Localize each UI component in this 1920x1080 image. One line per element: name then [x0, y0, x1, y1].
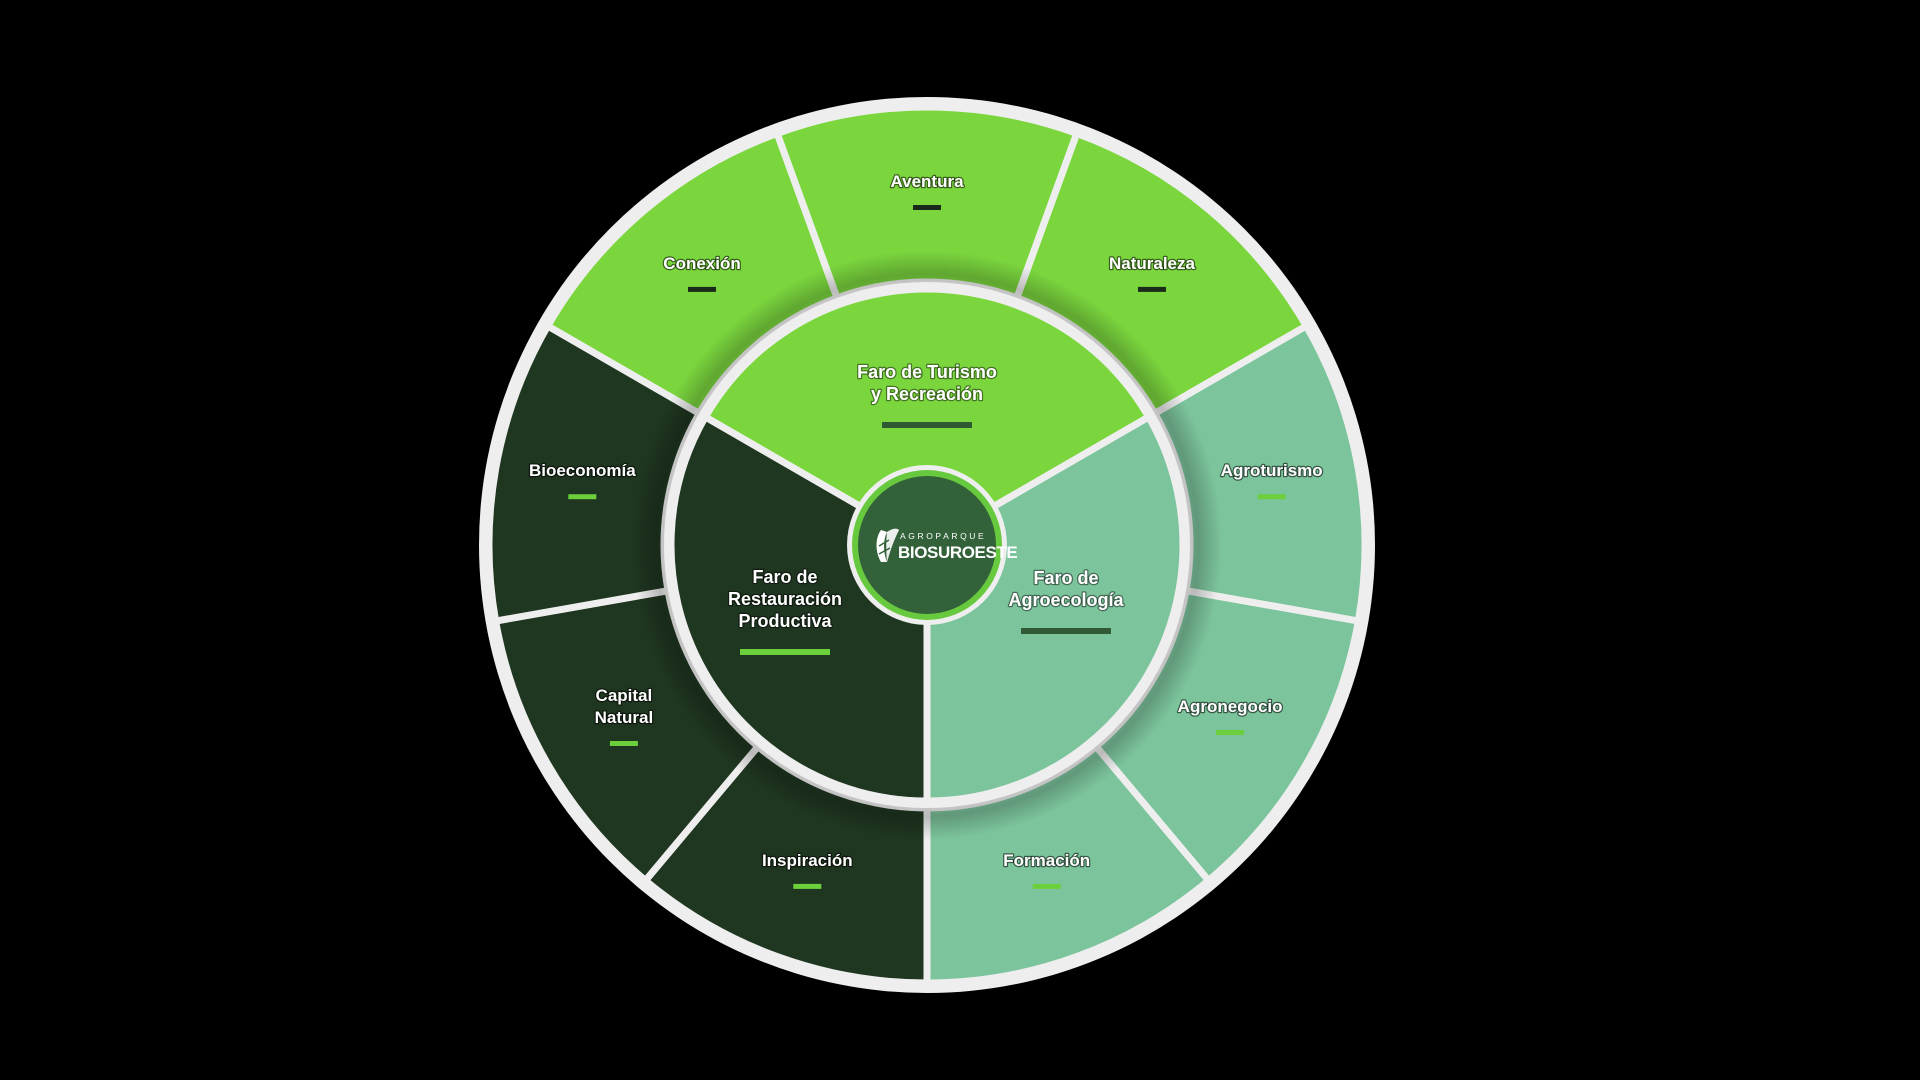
outer-underline-agroturismo	[1257, 494, 1286, 500]
center-disc	[858, 476, 996, 614]
inner-segment-turismo[interactable]	[700, 285, 1154, 550]
outer-underline-bioeconomia	[568, 494, 597, 500]
outer-label-inspiracion: Inspiración	[762, 851, 853, 870]
logo-top-text: AGROPARQUE	[900, 531, 986, 541]
outer-underline-capital-natural	[609, 741, 638, 746]
inner-label-agroecologia: Agroecología	[1008, 590, 1124, 610]
outer-label-bioeconomia: Bioeconomía	[529, 461, 636, 480]
inner-underline-turismo	[882, 422, 972, 428]
outer-underline-conexion	[688, 286, 717, 292]
outer-underline-naturaleza	[1137, 286, 1166, 292]
inner-underline-agroecologia	[1021, 628, 1111, 634]
outer-label-conexion: Conexión	[663, 254, 740, 273]
outer-label-naturaleza: Naturaleza	[1109, 254, 1196, 273]
inner-label-turismo: y Recreación	[871, 384, 983, 404]
outer-label-aventura: Aventura	[890, 172, 964, 191]
outer-label-formacion: Formación	[1003, 851, 1090, 870]
outer-label-capital-natural: Natural	[595, 708, 654, 727]
outer-underline-formacion	[1032, 883, 1061, 889]
outer-label-capital-natural: Capital	[596, 686, 653, 705]
inner-label-turismo: Faro de Turismo	[857, 362, 997, 382]
logo-main-text: BIOSUROESTE	[898, 543, 1017, 562]
inner-label-restauracion: Productiva	[738, 611, 832, 631]
center-hub: AGROPARQUE BIOSUROESTE	[847, 465, 1018, 625]
outer-underline-aventura	[913, 205, 941, 210]
labels: Conexión AventuraNaturalezaAgroturismoAgr…	[528, 171, 1324, 889]
outer-label-agroturismo: Agroturismo	[1221, 461, 1323, 480]
inner-underline-restauracion	[740, 649, 830, 655]
leaf-logo-icon	[876, 528, 899, 562]
inner-label-restauracion: Faro de	[752, 567, 817, 587]
inner-label-restauracion: Restauración	[728, 589, 842, 609]
outer-underline-agronegocio	[1216, 730, 1245, 735]
inner-label-agroecologia: Faro de	[1033, 568, 1098, 588]
outer-underline-inspiracion	[793, 883, 822, 889]
outer-label-agronegocio: Agronegocio	[1178, 697, 1283, 716]
